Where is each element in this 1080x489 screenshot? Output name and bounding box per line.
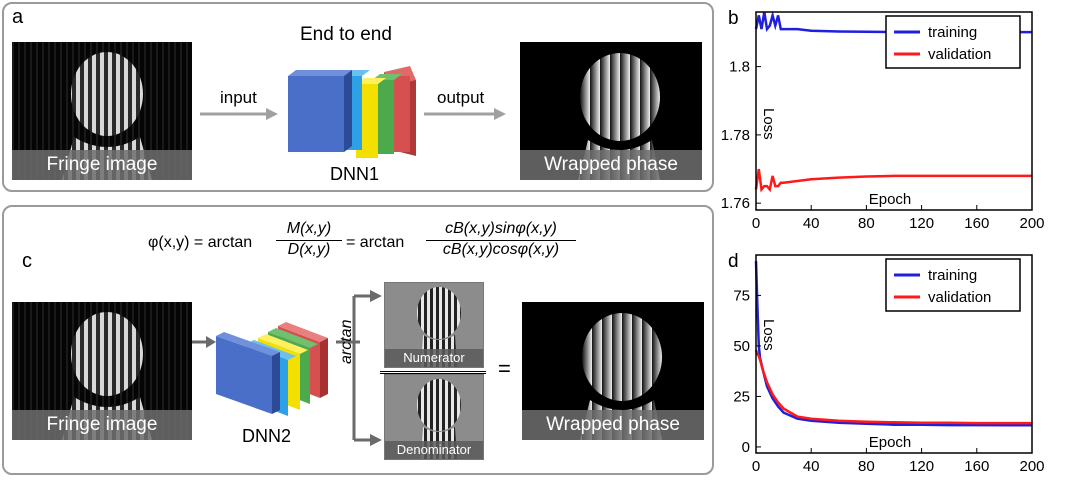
y-tick-label: 75 xyxy=(733,287,750,304)
denominator-label: Denominator xyxy=(385,441,483,459)
equation-fraction-1: M(x,y) D(x,y) xyxy=(276,220,342,259)
wrapped-phase-c: Wrapped phase xyxy=(522,302,704,440)
dnn2-label: DNN2 xyxy=(242,426,292,446)
dnn1-layers xyxy=(288,66,416,158)
equation-fraction-2: cB(x,y)sinφ(x,y) cB(x,y)cosφ(x,y) xyxy=(426,220,576,259)
fraction-1-denominator: D(x,y) xyxy=(287,241,331,258)
numerator-label: Numerator xyxy=(385,349,483,367)
input-arrow xyxy=(200,108,278,120)
x-axis-label: Epoch xyxy=(869,434,912,451)
chart-letter: b xyxy=(728,8,739,29)
equation: φ(x,y) = arctan M(x,y) D(x,y) = arctan c… xyxy=(148,220,588,270)
fraction-2-denominator: cB(x,y)cosφ(x,y) xyxy=(442,241,560,258)
wrapped-phase-a: Wrapped phase xyxy=(520,42,702,180)
fringe-image-a: Fringe image xyxy=(12,42,192,180)
legend-label-training: training xyxy=(928,24,977,41)
legend-box xyxy=(885,258,1021,312)
x-tick-label: 160 xyxy=(964,458,989,475)
plot-frame xyxy=(755,254,1033,454)
dnn2-output-line xyxy=(336,340,360,344)
y-tick-label: 1.76 xyxy=(721,195,750,212)
equation-lhs: φ(x,y) = arctan xyxy=(148,234,253,251)
dnn2-input-arrow xyxy=(192,336,216,348)
equals-sign: = xyxy=(498,356,511,381)
dnn1-layer-blue xyxy=(288,70,352,152)
dnn2-layers xyxy=(216,322,328,416)
legend-label-training: training xyxy=(928,267,977,284)
x-tick-label: 0 xyxy=(752,215,760,232)
y-tick-label: 50 xyxy=(733,338,750,355)
series-line-validation xyxy=(754,349,1032,425)
numerator-image: Numerator xyxy=(384,282,484,368)
fraction-bar xyxy=(380,371,486,377)
plot-frame xyxy=(755,11,1033,211)
split-bracket xyxy=(352,290,382,446)
denominator-image: Denominator xyxy=(384,374,484,460)
panel-c-frame xyxy=(2,205,714,475)
x-tick-label: 120 xyxy=(909,215,934,232)
y-axis-label: Loss xyxy=(760,108,777,140)
y-tick-label: 1.78 xyxy=(721,127,750,144)
fringe-image-c-label: Fringe image xyxy=(12,410,192,440)
x-tick-label: 80 xyxy=(858,458,875,475)
y-axis-label: Loss xyxy=(760,319,777,351)
fringe-image-a-label: Fringe image xyxy=(12,150,192,180)
series-line-validation xyxy=(754,168,1032,193)
x-tick-label: 0 xyxy=(752,458,760,475)
y-tick-label: 0 xyxy=(742,439,750,456)
equation-mid: = arctan xyxy=(346,234,405,251)
input-label: input xyxy=(220,88,257,107)
x-tick-label: 40 xyxy=(803,458,820,475)
x-tick-label: 200 xyxy=(1019,458,1044,475)
fraction-2-numerator: cB(x,y)sinφ(x,y) xyxy=(445,220,557,237)
x-tick-label: 120 xyxy=(909,458,934,475)
chart-letter: d xyxy=(728,251,739,272)
arctan-label: arctan xyxy=(338,319,355,364)
panel-a-letter: a xyxy=(12,6,24,28)
legend-label-validation: validation xyxy=(928,46,991,63)
output-arrow xyxy=(424,108,506,120)
wrapped-phase-c-label: Wrapped phase xyxy=(522,410,704,440)
panel-a-title: End to end xyxy=(300,24,392,45)
dnn1-label: DNN1 xyxy=(330,164,380,184)
wrapped-phase-a-label: Wrapped phase xyxy=(520,150,702,180)
x-tick-label: 200 xyxy=(1019,215,1044,232)
fraction-1-numerator: M(x,y) xyxy=(286,220,332,237)
dnn2-layer-blue xyxy=(216,332,280,414)
output-label: output xyxy=(437,88,485,107)
panel-a-frame xyxy=(2,2,714,192)
x-tick-label: 160 xyxy=(964,215,989,232)
y-tick-label: 1.8 xyxy=(729,59,750,76)
legend-box xyxy=(885,15,1021,69)
fringe-image-c: Fringe image xyxy=(12,302,192,440)
legend-label-validation: validation xyxy=(928,289,991,306)
x-tick-label: 40 xyxy=(803,215,820,232)
x-axis-label: Epoch xyxy=(869,191,912,208)
y-tick-label: 25 xyxy=(733,388,750,405)
x-tick-label: 80 xyxy=(858,215,875,232)
panel-c-letter: c xyxy=(22,250,32,272)
